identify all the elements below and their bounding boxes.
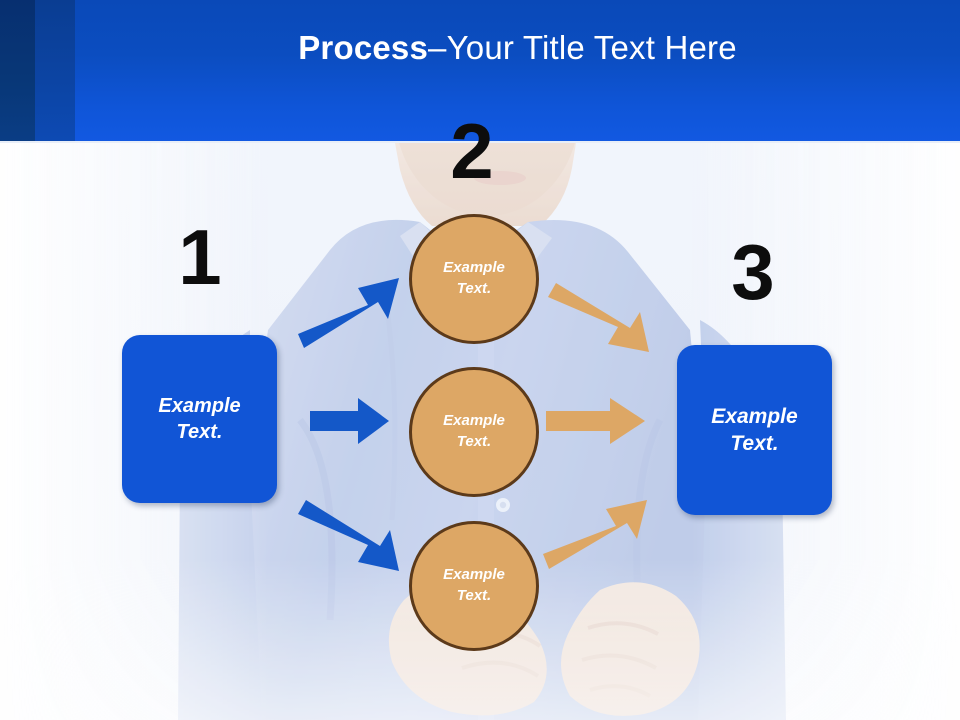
arrow-tan-up-right [543, 500, 647, 569]
process-circle-middle-label-line1: Example [443, 412, 505, 430]
page-title-rest: Your Title Text Here [446, 28, 737, 66]
process-circle-middle[interactable]: Example Text. [409, 367, 539, 497]
header-accent-band-mid [35, 0, 75, 143]
step-number-3: 3 [731, 228, 775, 316]
arrow-blue-right [310, 398, 389, 444]
process-circle-top-label-line2: Text. [456, 280, 492, 297]
process-end-box-label-line2: Text. [730, 432, 779, 455]
arrow-tan-down-right [548, 283, 649, 352]
process-circle-top-label-line1: Example [443, 259, 505, 277]
process-circle-bottom-label-line2: Text. [456, 587, 492, 604]
arrow-blue-up-right [298, 278, 399, 348]
step-number-1: 1 [178, 213, 222, 301]
process-start-box-label-line2: Text. [176, 421, 223, 443]
process-end-box-label-line1: Example [711, 404, 798, 428]
process-circle-bottom-label-line1: Example [443, 566, 505, 584]
page-title-bold: Process [298, 28, 429, 66]
slide-header: Process – Your Title Text Here [0, 0, 960, 143]
process-start-box[interactable]: Example Text. [122, 335, 277, 503]
step-number-2: 2 [450, 107, 494, 195]
process-circle-top[interactable]: Example Text. [409, 214, 539, 344]
process-circle-middle-label: Example Text. [443, 411, 505, 452]
header-accent-band-dark [0, 0, 35, 143]
process-circle-middle-label-line2: Text. [456, 433, 492, 450]
process-end-box[interactable]: Example Text. [677, 345, 832, 515]
process-end-box-label: Example Text. [711, 403, 797, 458]
arrow-tan-right [546, 398, 645, 444]
process-start-box-label-line1: Example [158, 395, 241, 417]
process-start-box-label: Example Text. [158, 393, 240, 445]
header-divider [0, 141, 960, 143]
process-circle-top-label: Example Text. [443, 258, 505, 299]
page-title: Process – Your Title Text Here [75, 0, 960, 143]
page-title-separator: – [428, 28, 447, 66]
process-circle-bottom-label: Example Text. [443, 565, 505, 606]
process-circle-bottom[interactable]: Example Text. [409, 521, 539, 651]
arrow-blue-down-right [298, 500, 399, 571]
